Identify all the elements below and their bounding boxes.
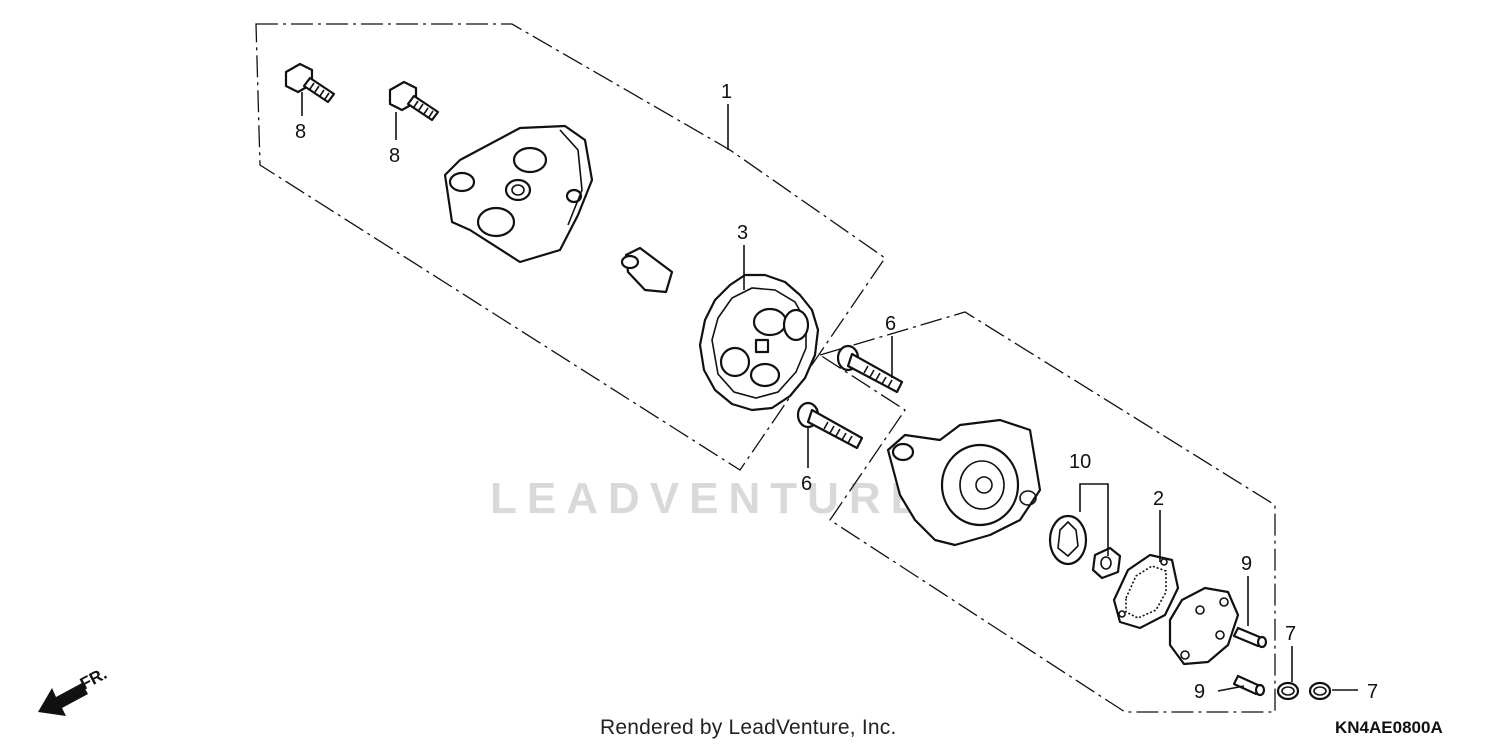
group-outline-lower [818, 311, 1276, 713]
front-direction-arrow: FR. [38, 664, 110, 716]
watermark: LEADVENTURE [490, 474, 931, 523]
rotor-pin[interactable] [620, 246, 674, 294]
group-outline-upper [255, 23, 886, 471]
callout-8-right: 8 [389, 145, 400, 167]
diagram-code: KN4AE0800A [1335, 718, 1443, 737]
callout-6-upper: 6 [885, 313, 896, 335]
pump-cover-plate[interactable] [1168, 586, 1240, 666]
o-ring-7-left[interactable] [1276, 681, 1300, 701]
callout-9-upper: 9 [1241, 553, 1252, 575]
callout-6-lower: 6 [801, 473, 812, 495]
screw-9-lower[interactable] [1232, 674, 1266, 697]
bolt-6-lower[interactable] [796, 401, 864, 450]
callout-7-right: 7 [1367, 681, 1378, 703]
callout-9-lower: 9 [1194, 681, 1205, 703]
screw-9-upper[interactable] [1232, 626, 1268, 649]
leader-9-lower [1217, 685, 1245, 692]
nut[interactable] [1091, 546, 1122, 580]
callout-10: 10 [1069, 451, 1091, 473]
bolt-8-right[interactable] [388, 80, 440, 122]
callout-3: 3 [737, 222, 748, 244]
callout-2: 2 [1153, 488, 1164, 510]
pump-body-housing[interactable] [886, 418, 1042, 547]
driven-gear[interactable] [698, 273, 820, 412]
footer-credit: Rendered by LeadVenture, Inc. [600, 716, 897, 739]
lock-washer[interactable] [1048, 514, 1088, 566]
o-ring-7-right[interactable] [1308, 681, 1332, 701]
leader-10 [1079, 483, 1109, 556]
bolt-6-upper[interactable] [836, 344, 904, 394]
bolt-8-left[interactable] [284, 62, 336, 104]
callout-8-left: 8 [295, 121, 306, 143]
pump-gasket[interactable] [1112, 553, 1180, 630]
pump-cover-housing[interactable] [443, 124, 594, 264]
callout-7-left: 7 [1285, 623, 1296, 645]
callout-1: 1 [721, 81, 732, 103]
